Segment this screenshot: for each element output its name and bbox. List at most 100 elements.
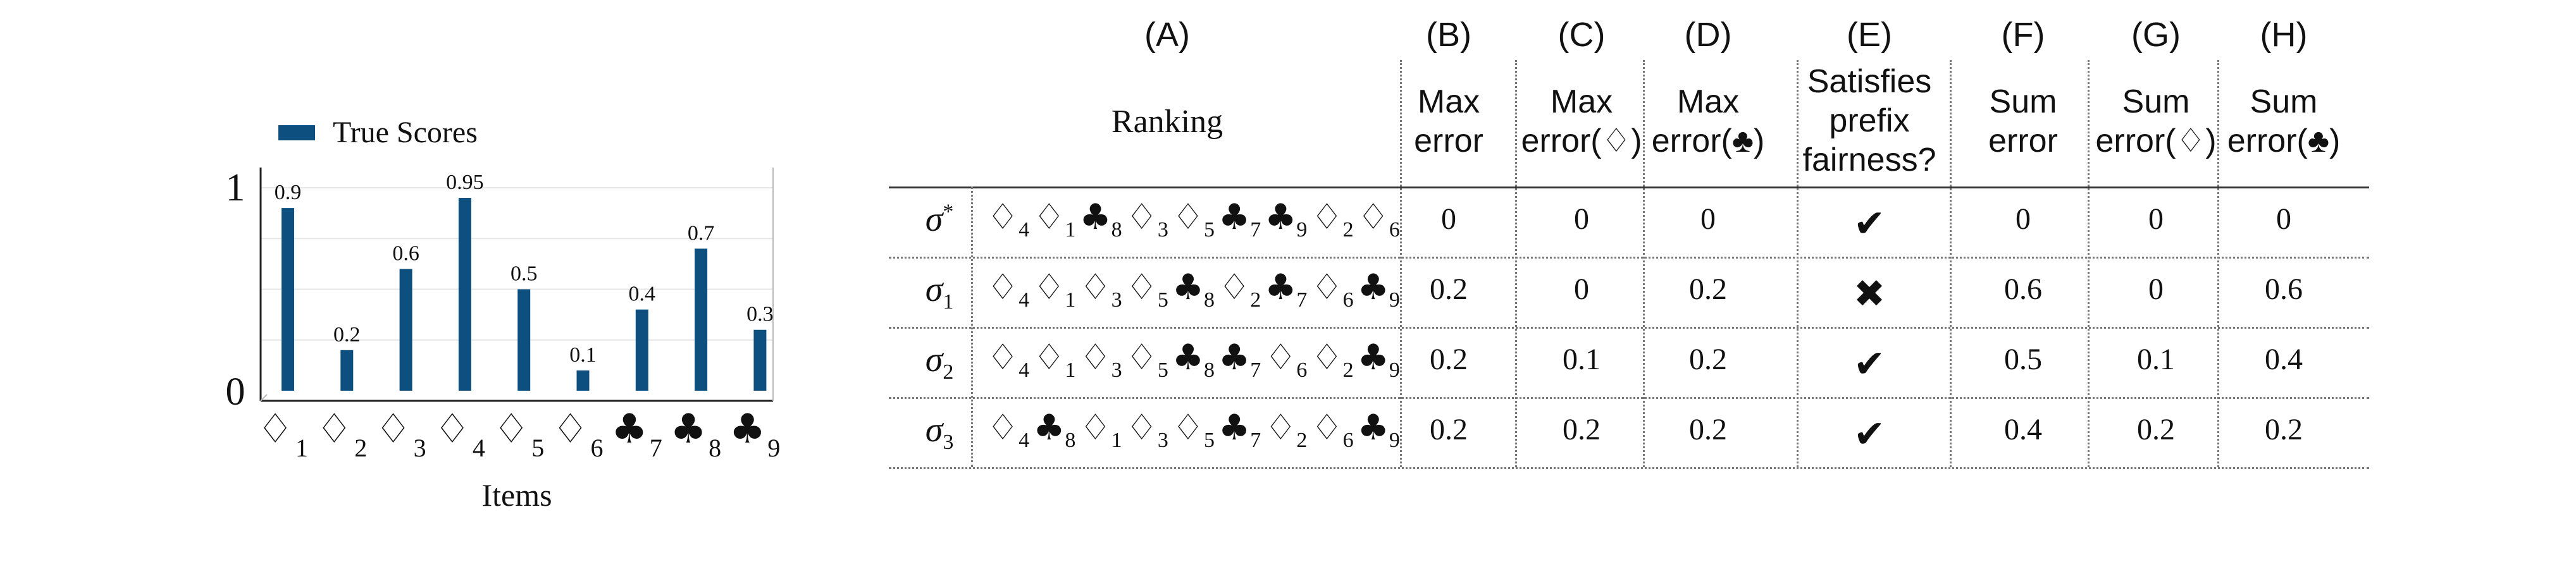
ranking-item-index: 4 [1019, 358, 1030, 382]
x-axis-label: Items [481, 477, 552, 513]
column-header-line: Sum [2122, 83, 2190, 120]
table-column-divider [1797, 60, 1799, 467]
table-cell: 0 [2148, 272, 2164, 306]
legend-label: True Scores [333, 116, 478, 149]
x-tick-label: ♢ [434, 406, 470, 453]
ranking-item: ♣7 [1265, 267, 1307, 312]
row-label-symbol: σ [925, 410, 943, 450]
ranking-item: ♢4 [987, 197, 1029, 242]
diamond-icon: ♢ [1172, 407, 1204, 448]
diamond-icon: ♢ [1033, 196, 1065, 238]
diamond-icon: ♢ [987, 407, 1019, 448]
table-column-divider [1515, 60, 1517, 467]
bar [340, 350, 354, 391]
x-tick-label: ♢ [375, 406, 411, 453]
table-cell: 0 [1441, 202, 1456, 236]
table-column-divider [2088, 60, 2090, 467]
table-cell: 0.5 [2004, 342, 2042, 376]
bar [458, 198, 471, 391]
column-letter: (D) [1684, 16, 1732, 54]
ranking-item: ♣8 [1172, 266, 1215, 312]
diamond-icon: ♢ [1033, 336, 1065, 378]
row-label: σ* [911, 199, 968, 240]
x-tick-label: ♢ [493, 406, 529, 453]
diamond-icon: ♢ [1125, 336, 1158, 378]
column-header-line: prefix [1829, 102, 1910, 139]
diamond-icon: ♢ [1125, 196, 1158, 238]
ranking-item-index: 6 [1342, 288, 1354, 312]
table-row-divider [889, 327, 2369, 329]
club-icon: ♣ [1079, 196, 1112, 238]
diamond-icon: ♢ [1265, 336, 1297, 378]
ranking-item-index: 2 [1250, 288, 1261, 312]
ranking-item: ♣9 [1357, 266, 1400, 312]
club-icon: ♣ [1357, 266, 1389, 308]
ranking-item-index: 1 [1111, 428, 1122, 452]
check-icon: ✔ [1853, 201, 1886, 246]
club-icon: ♣ [1172, 266, 1204, 308]
bar-value-label: 0.3 [746, 303, 774, 326]
ranking-item-index: 8 [1065, 428, 1076, 452]
ranking-item: ♣9 [1358, 407, 1400, 452]
ranking-sequence: ♢4♢1♢3♢5♣8♣7♢6♢2♣9 [987, 337, 1404, 382]
column-letter: (F) [2001, 16, 2045, 54]
ranking-item-index: 3 [1157, 428, 1168, 452]
diamond-icon: ♢ [987, 266, 1019, 308]
x-tick-subscript: 4 [473, 434, 485, 462]
column-letter: (A) [1144, 16, 1190, 54]
check-icon: ✔ [1853, 412, 1886, 456]
ranking-item-index: 2 [1342, 358, 1354, 382]
ranking-item: ♢4 [987, 407, 1029, 452]
row-label: σ3 [911, 410, 968, 455]
ranking-item-index: 1 [1065, 288, 1076, 312]
ranking-item-index: 8 [1204, 358, 1215, 382]
column-header-line: error(♣) [2227, 123, 2341, 159]
table-cell: 0.2 [1563, 412, 1601, 446]
diamond-icon: ♢ [1172, 196, 1204, 238]
diamond-icon: ♢ [1033, 266, 1065, 308]
frame-corner [260, 394, 268, 401]
table-cell: 0.2 [1689, 272, 1727, 306]
ranking-item: ♢5 [1172, 196, 1215, 242]
ranking-item-index: 9 [1389, 428, 1400, 452]
bar-value-label: 0.2 [333, 323, 361, 346]
ranking-item: ♣7 [1218, 407, 1261, 452]
ranking-item: ♢2 [1311, 337, 1353, 382]
table-column-divider [1950, 60, 1952, 467]
ranking-item-index: 4 [1019, 288, 1030, 312]
diamond-icon: ♢ [1079, 407, 1112, 448]
table-cell: 0.2 [1689, 342, 1727, 376]
ranking-item: ♢5 [1172, 407, 1215, 452]
diamond-icon: ♢ [1218, 266, 1251, 308]
table-cell: 0.2 [1430, 412, 1468, 446]
ranking-item: ♣9 [1358, 337, 1400, 382]
bar-value-label: 0.9 [275, 181, 302, 204]
x-tick-label: ♣ [670, 406, 706, 453]
column-header-line: Ranking [1111, 104, 1223, 140]
x-tick-label: ♢ [316, 406, 352, 453]
column-header: Ranking [946, 102, 1389, 142]
row-label: σ1 [911, 269, 968, 314]
table-cell: 0.4 [2265, 342, 2303, 376]
table-cell: 0 [1700, 202, 1716, 236]
x-tick-subscript: 9 [767, 434, 780, 462]
row-label-subscript: 1 [943, 290, 954, 314]
column-letter: (H) [2260, 16, 2308, 54]
bar [517, 289, 531, 391]
x-tick-subscript: 5 [531, 434, 544, 462]
x-tick-subscript: 8 [709, 434, 721, 462]
table-cell: 0.2 [2265, 412, 2303, 446]
ranking-sequence: ♢4♢1♢3♢5♣8♢2♣7♢6♣9 [987, 267, 1404, 312]
ranking-item-index: 7 [1250, 358, 1261, 382]
ranking-item-index: 9 [1296, 217, 1308, 242]
ranking-item-index: 7 [1250, 217, 1261, 242]
club-icon: ♣ [1265, 196, 1297, 238]
table-cell: 0.4 [2004, 412, 2042, 446]
ranking-item: ♢6 [1311, 407, 1353, 452]
ranking-item-index: 5 [1157, 358, 1168, 382]
row-label-symbol: σ [925, 269, 943, 309]
